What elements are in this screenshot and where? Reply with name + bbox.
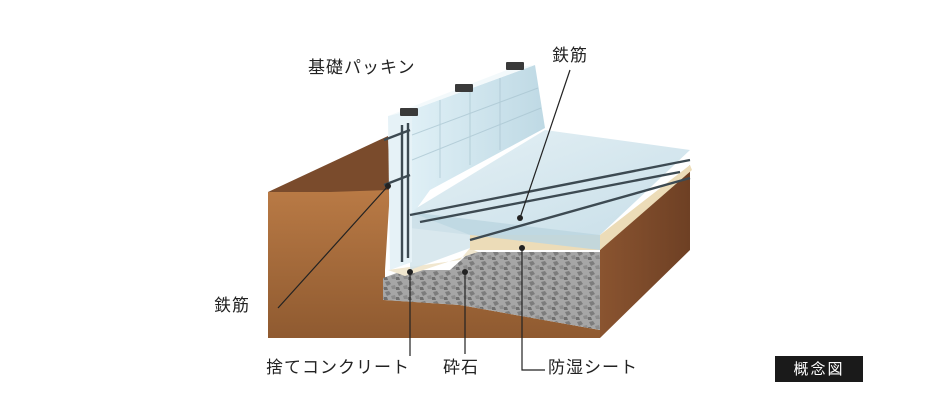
foundation-wall-face [412, 65, 545, 215]
label-moisture-sheet: 防湿シート [548, 358, 638, 378]
label-rebar-top: 鉄筋 [552, 46, 588, 66]
slab-top [410, 130, 690, 235]
leader-lines [277, 69, 571, 371]
rebars [383, 123, 691, 262]
label-crushed-stone: 砕石 [443, 358, 479, 378]
soil-side [600, 165, 690, 338]
label-foundation-packing: 基礎パッキン [308, 58, 416, 78]
label-lean-concrete: 捨てコンクリート [266, 358, 410, 378]
leader-moisture-sheet [521, 248, 545, 371]
foundation-packing [400, 62, 524, 116]
label-rebar-left: 鉄筋 [214, 296, 250, 316]
leader-rebar-top [519, 69, 571, 219]
leader-dots [385, 183, 525, 275]
wall-grid [411, 78, 542, 178]
concept-diagram-badge: 概念図 [775, 356, 863, 382]
gravel-layer [383, 252, 600, 330]
foundation-wall-front [388, 110, 412, 270]
moisture-sheet [470, 165, 692, 250]
leader-rebar-left [277, 185, 389, 309]
